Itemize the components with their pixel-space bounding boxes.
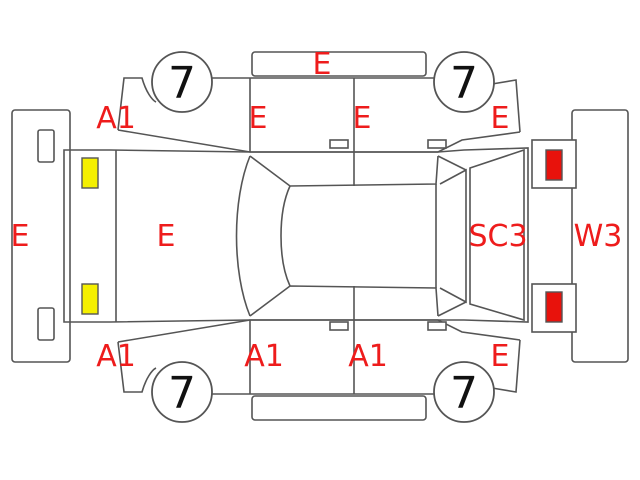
label-rear-fender-bottom: E: [491, 339, 510, 374]
tire-front-bottom: 7: [151, 361, 213, 423]
tire-rear-bottom-grade: 7: [450, 368, 478, 419]
label-trunk: SC3: [468, 219, 527, 254]
label-front-door-bottom: A1: [244, 339, 284, 374]
label-front-door-top: E: [249, 101, 268, 136]
tire-rear-top-grade: 7: [450, 58, 478, 109]
rear-lamp-bottom-box: [531, 283, 577, 333]
tire-front-top: 7: [151, 51, 213, 113]
label-front-fender-bottom: A1: [96, 339, 136, 374]
rear-lamp-top-box: [531, 139, 577, 189]
label-rear-fender-top: E: [491, 101, 510, 136]
rear-bumper: [571, 109, 629, 363]
rear-lamp-bottom: [545, 291, 563, 323]
tire-rear-bottom: 7: [433, 361, 495, 423]
label-rear-door-top: E: [353, 101, 372, 136]
label-rear-bumper: W3: [574, 219, 623, 254]
label-rear-door-bottom: A1: [348, 339, 388, 374]
tire-front-bottom-grade: 7: [168, 368, 196, 419]
label-front-bumper: E: [11, 219, 30, 254]
car-body-top-view: [63, 147, 529, 323]
label-hood: E: [157, 219, 176, 254]
front-lamp-top: [81, 157, 99, 189]
front-lamp-bottom: [81, 283, 99, 315]
label-front-fender-top: A1: [96, 101, 136, 136]
rear-lamp-top: [545, 149, 563, 181]
tire-front-top-grade: 7: [168, 58, 196, 109]
top-side-bar: [251, 51, 427, 77]
front-bumper: [11, 109, 71, 363]
bottom-side-bar: [251, 395, 427, 421]
tire-rear-top: 7: [433, 51, 495, 113]
label-top-bumper: E: [313, 47, 332, 82]
